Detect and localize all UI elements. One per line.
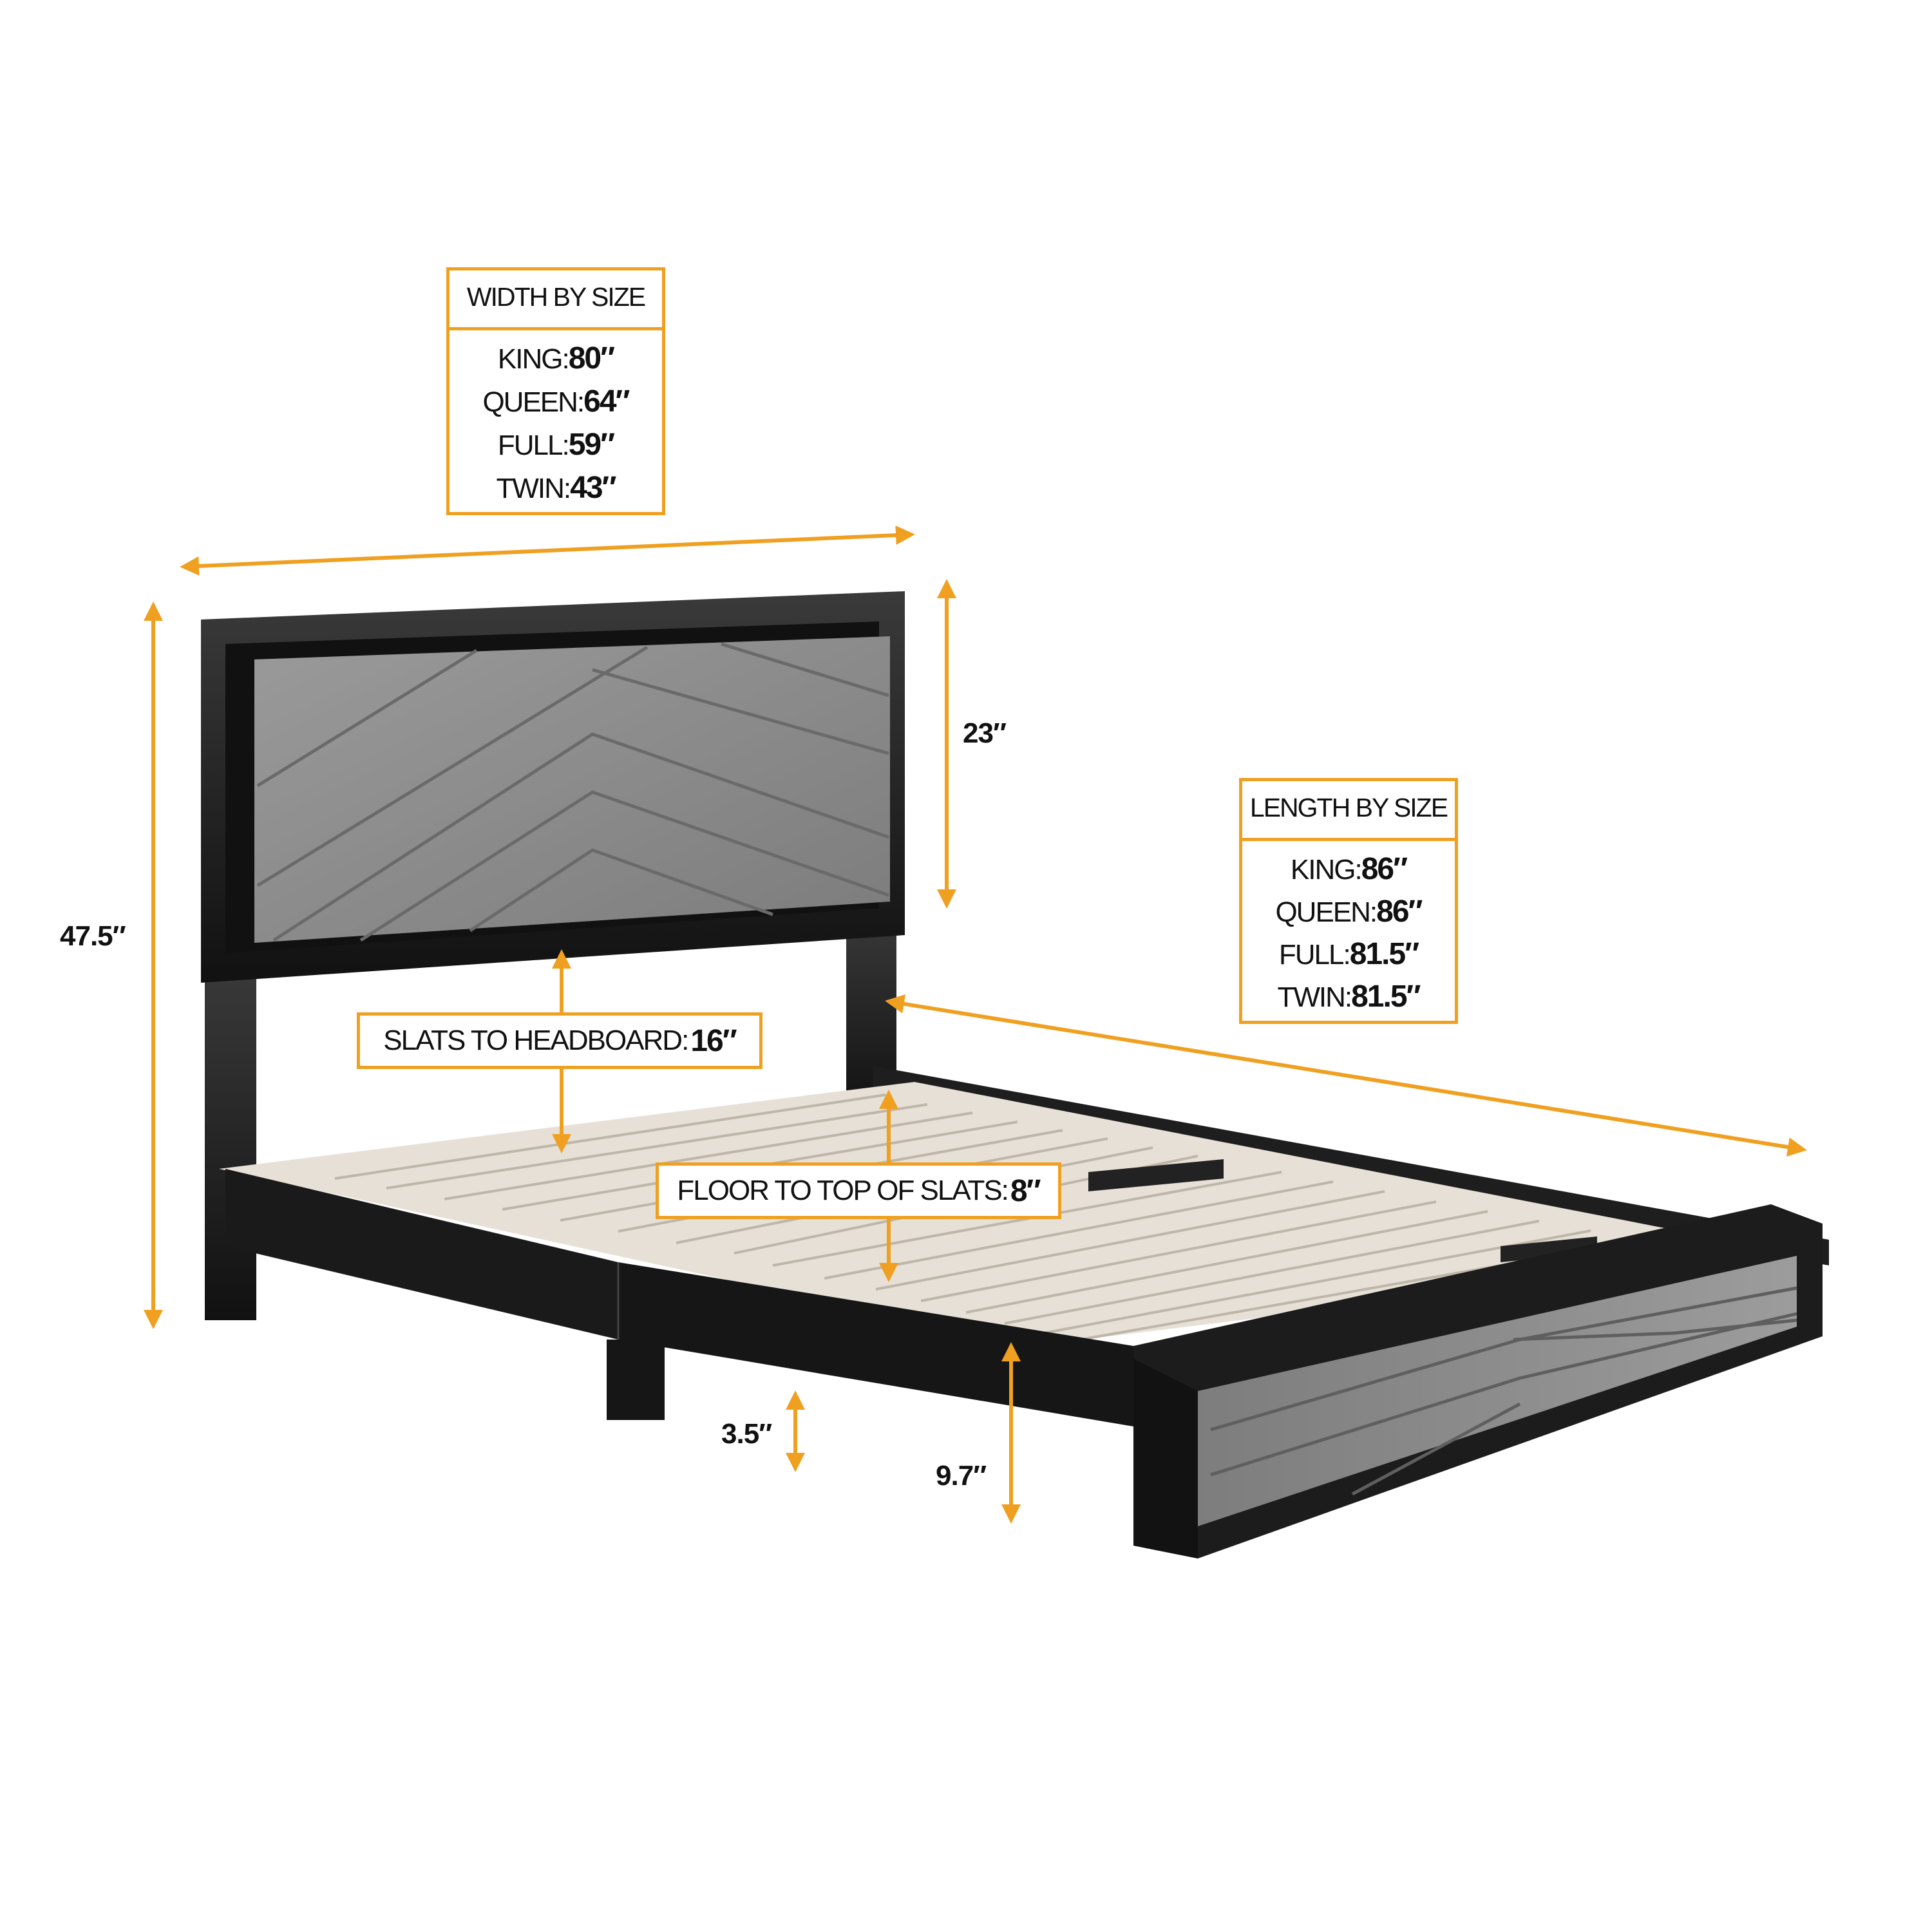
width-by-size-title: WIDTH BY SIZE bbox=[450, 270, 662, 330]
length-by-size-title: LENGTH BY SIZE bbox=[1242, 781, 1455, 841]
width-row-king: KING:80″ bbox=[497, 341, 615, 375]
total-height-label: 47.5″ bbox=[60, 920, 126, 952]
width-arrow bbox=[180, 526, 915, 576]
headboard-height-label: 23″ bbox=[963, 717, 1007, 749]
width-row-twin: TWIN:43″ bbox=[496, 471, 616, 505]
headboard bbox=[201, 591, 905, 983]
width-row-queen: QUEEN:64″ bbox=[482, 384, 630, 419]
length-arrow bbox=[885, 994, 1807, 1157]
leg-height-label: 3.5″ bbox=[721, 1418, 772, 1450]
footboard bbox=[1133, 1204, 1823, 1558]
length-row-twin: TWIN:81.5″ bbox=[1277, 980, 1421, 1014]
slats-to-headboard-label: SLATS TO HEADBOARD:16″ bbox=[357, 1012, 762, 1069]
leg bbox=[607, 1340, 665, 1420]
length-row-king: KING:86″ bbox=[1290, 852, 1408, 886]
length-by-size-box: LENGTH BY SIZE KING:86″ QUEEN:86″ FULL:8… bbox=[1239, 778, 1458, 1024]
floor-to-slats-label: FLOOR TO TOP OF SLATS:8″ bbox=[656, 1162, 1061, 1219]
length-row-queen: QUEEN:86″ bbox=[1275, 895, 1423, 929]
length-row-full: FULL:81.5″ bbox=[1278, 937, 1419, 971]
width-by-size-box: WIDTH BY SIZE KING:80″ QUEEN:64″ FULL:59… bbox=[446, 267, 665, 515]
width-row-full: FULL:59″ bbox=[497, 428, 615, 462]
frame-height-label: 9.7″ bbox=[936, 1460, 987, 1492]
